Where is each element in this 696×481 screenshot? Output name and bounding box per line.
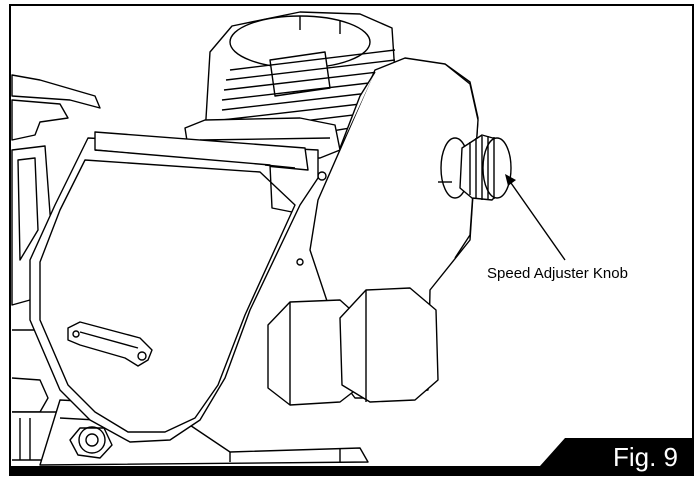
fig-banner (10, 438, 693, 475)
callout-speed-adjuster-knob: Speed Adjuster Knob (487, 265, 628, 282)
speed-adjuster-knob (438, 134, 512, 201)
pivot-wheel (69, 426, 113, 459)
lower-pulley-block (267, 287, 439, 406)
cover-handle (67, 321, 153, 367)
callout-arrow (505, 174, 566, 261)
blade-guard-cover (29, 131, 319, 443)
figure-number-label: Fig. 9 (612, 442, 678, 472)
motor (204, 11, 399, 149)
